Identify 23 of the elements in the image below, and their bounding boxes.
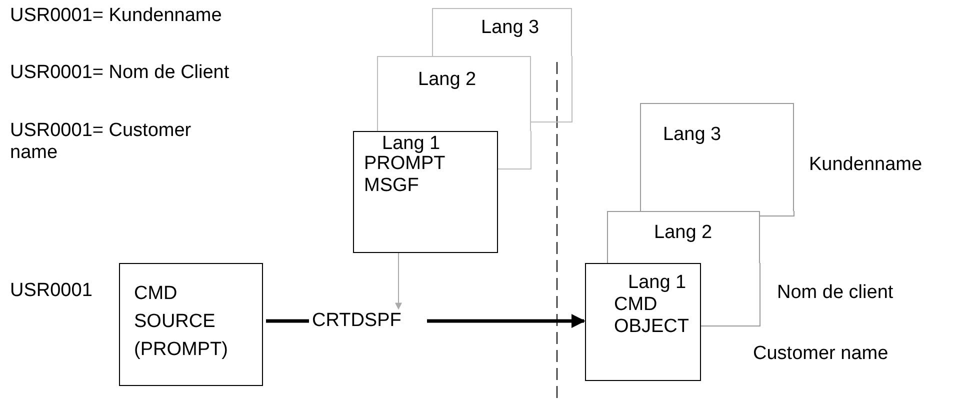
box-text: CMD OBJECT — [614, 294, 690, 338]
box-text: CRTDSPF — [312, 310, 402, 332]
arrow — [427, 314, 586, 328]
side-caption: USR0001 — [10, 280, 92, 302]
box-heading: Lang 1 — [382, 133, 442, 155]
note-text: USR0001= Kundenname — [10, 5, 223, 27]
note-text: USR0001= Customer name — [10, 120, 192, 164]
box-heading: Lang 1 — [628, 272, 688, 294]
arrow — [395, 252, 402, 310]
box-heading: Lang 2 — [418, 69, 478, 91]
box-text: PROMPT MSGF — [364, 153, 444, 197]
stacked-box — [377, 56, 531, 131]
side-caption: Customer name — [753, 343, 888, 365]
side-caption: Nom de client — [777, 282, 894, 304]
box-text: CMD SOURCE (PROMPT) — [134, 282, 229, 362]
box-heading: Lang 3 — [663, 124, 722, 146]
connector-line — [266, 319, 309, 323]
box-heading: Lang 3 — [481, 17, 540, 39]
stacked-box — [353, 131, 498, 253]
stacked-box — [432, 8, 572, 56]
side-caption: Kundenname — [809, 154, 922, 176]
note-text: USR0001= Nom de Client — [10, 62, 230, 84]
box-heading: Lang 2 — [654, 222, 714, 244]
